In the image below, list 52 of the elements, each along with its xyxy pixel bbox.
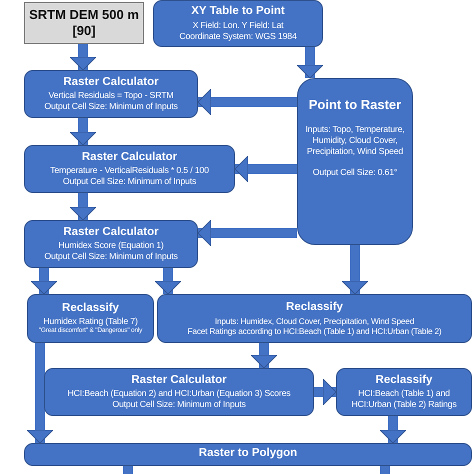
block-arrow <box>70 44 96 70</box>
step-description: Coordinate System: WGS 1984 <box>179 30 297 42</box>
process-box <box>24 70 198 118</box>
process-box <box>24 220 198 268</box>
step-description: Inputs: Humidex, Cloud Cover, Precipitation, Wind Speed <box>214 316 414 326</box>
step-description: Temperature - VerticalResiduals * 0.5 / 100 <box>50 165 209 176</box>
step-title: Raster Calculator <box>63 76 159 90</box>
step-description: Humidex Score (Equation 1) <box>58 240 164 252</box>
data-source-box <box>24 2 144 44</box>
step-title: Raster Calculator <box>63 226 159 240</box>
step-description: Output Cell Size: Minimum of Inputs <box>44 101 178 112</box>
block-arrow <box>250 343 278 368</box>
process-box <box>297 78 413 245</box>
step-title: XY Table to Point <box>191 5 285 19</box>
step-description: Inputs: Topo, Temperature, Humidity, Cloud Cover, Precipitation, Wind Speed <box>304 124 406 157</box>
step-description: Output Cell Size: Minimum of Inputs <box>62 176 196 188</box>
step-description: Output Cell Size: Minimum of Inputs <box>44 251 178 262</box>
block-arrow <box>198 88 297 116</box>
step-title: Point to Raster <box>308 97 402 113</box>
step-title: Raster Calculator <box>131 374 227 388</box>
block-arrow <box>70 118 96 146</box>
step-description: HCI:Beach (Equation 2) and HCI:Urban (Equation 3) Scores <box>67 388 290 400</box>
block-arrow <box>30 268 58 294</box>
block-arrow <box>234 156 297 182</box>
step-title: Raster Calculator <box>82 150 178 164</box>
block-arrow <box>342 245 368 294</box>
step-description: HCI:Beach (Table 1) and HCI:Urban (Table 2) Ratings <box>350 388 458 410</box>
block-arrow <box>26 343 54 444</box>
step-description: Vertical Residuals = Topo - SRTM <box>48 90 174 102</box>
step-description: Output Cell Size: Minimum of Inputs <box>112 399 246 410</box>
block-arrow <box>154 268 182 294</box>
block-arrow <box>296 47 324 78</box>
step-description: Output Cell Size: 0.61° <box>312 166 398 178</box>
block-arrow <box>380 416 406 444</box>
step-description: Humidex Rating (Table 7) <box>43 316 138 328</box>
step-title: Reclassify <box>286 300 343 315</box>
step-title: Reclassify <box>62 302 119 316</box>
process-box <box>153 0 323 47</box>
step-title: Reclassify <box>376 374 432 388</box>
process-box <box>157 294 472 343</box>
block-arrow <box>70 193 96 220</box>
step-title: Raster to Polygon <box>198 447 298 461</box>
block-arrow <box>314 378 336 406</box>
block-arrow <box>198 220 297 246</box>
step-description: X Field: Lon. Y Field: Lat <box>192 20 284 31</box>
process-box <box>24 443 472 466</box>
process-box <box>24 145 235 193</box>
process-box <box>27 294 154 343</box>
process-box <box>44 368 314 416</box>
step-description: Facet Ratings according to HCI:Beach (Table 1) and HCI:Urban (Table 2) <box>188 326 442 336</box>
step-title: SRTM DEM 500 m [90] <box>29 6 139 38</box>
process-box <box>336 368 472 416</box>
